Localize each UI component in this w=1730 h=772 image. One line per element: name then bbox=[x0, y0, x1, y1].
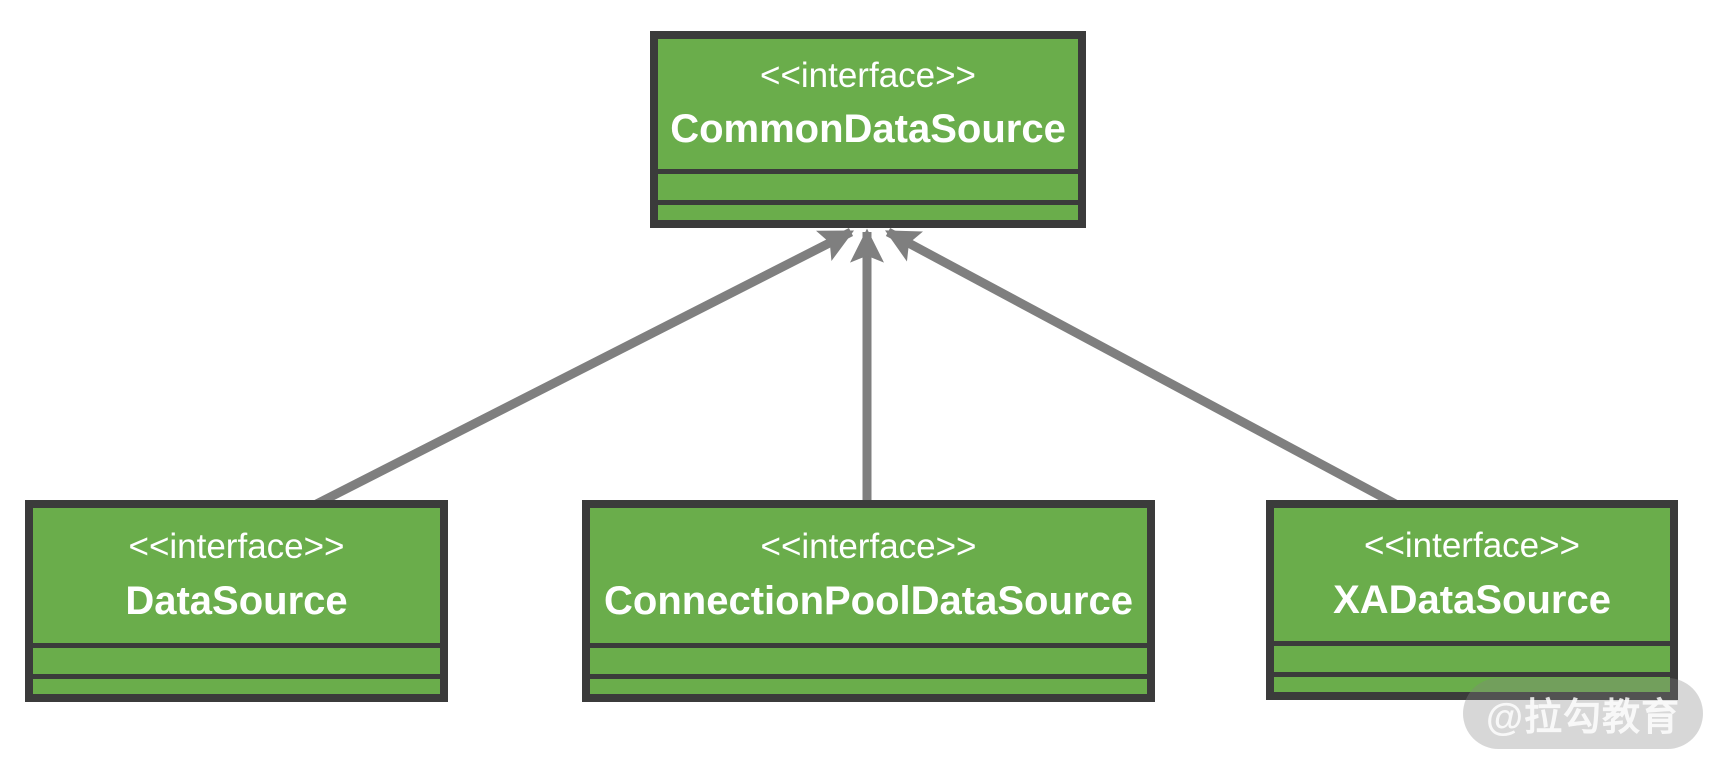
class-title-compartment: <<interface>> XADataSource bbox=[1274, 508, 1670, 641]
class-title-compartment: <<interface>> DataSource bbox=[33, 508, 440, 643]
compartment-divider bbox=[590, 643, 1147, 648]
class-name-label: CommonDataSource bbox=[670, 107, 1066, 152]
compartment-divider bbox=[658, 169, 1078, 174]
uml-class-box-xadatasource: <<interface>> XADataSource bbox=[1266, 500, 1678, 700]
class-name-label: ConnectionPoolDataSource bbox=[604, 578, 1133, 623]
compartment-divider bbox=[658, 200, 1078, 205]
uml-class-box-commondatasource: <<interface>> CommonDataSource bbox=[650, 31, 1086, 228]
fields-compartment bbox=[590, 648, 1147, 674]
stereotype-label: <<interface>> bbox=[1364, 526, 1580, 566]
uml-class-box-datasource: <<interface>> DataSource bbox=[25, 500, 448, 702]
methods-compartment bbox=[658, 205, 1078, 220]
methods-compartment bbox=[33, 679, 440, 694]
class-title-compartment: <<interface>> ConnectionPoolDataSource bbox=[590, 508, 1147, 643]
uml-class-box-connectionpooldatasource: <<interface>> ConnectionPoolDataSource bbox=[582, 500, 1155, 702]
edge-datasource-to-common bbox=[233, 227, 855, 550]
watermark-text: @拉勾教育 bbox=[1485, 697, 1681, 739]
compartment-divider bbox=[33, 674, 440, 679]
stereotype-label: <<interface>> bbox=[128, 527, 345, 567]
watermark-badge: @拉勾教育 bbox=[1463, 678, 1703, 749]
compartment-divider bbox=[590, 674, 1147, 679]
fields-compartment bbox=[658, 174, 1078, 200]
class-name-label: DataSource bbox=[125, 578, 348, 623]
compartment-divider bbox=[1274, 672, 1670, 677]
methods-compartment bbox=[590, 679, 1147, 694]
class-title-compartment: <<interface>> CommonDataSource bbox=[658, 39, 1078, 169]
class-name-label: XADataSource bbox=[1333, 577, 1611, 622]
stereotype-label: <<interface>> bbox=[760, 527, 977, 567]
compartment-divider bbox=[33, 643, 440, 648]
fields-compartment bbox=[1274, 646, 1670, 672]
compartment-divider bbox=[1274, 641, 1670, 646]
fields-compartment bbox=[33, 648, 440, 674]
edge-xa-to-common bbox=[885, 228, 1475, 549]
stereotype-label: <<interface>> bbox=[760, 55, 976, 95]
